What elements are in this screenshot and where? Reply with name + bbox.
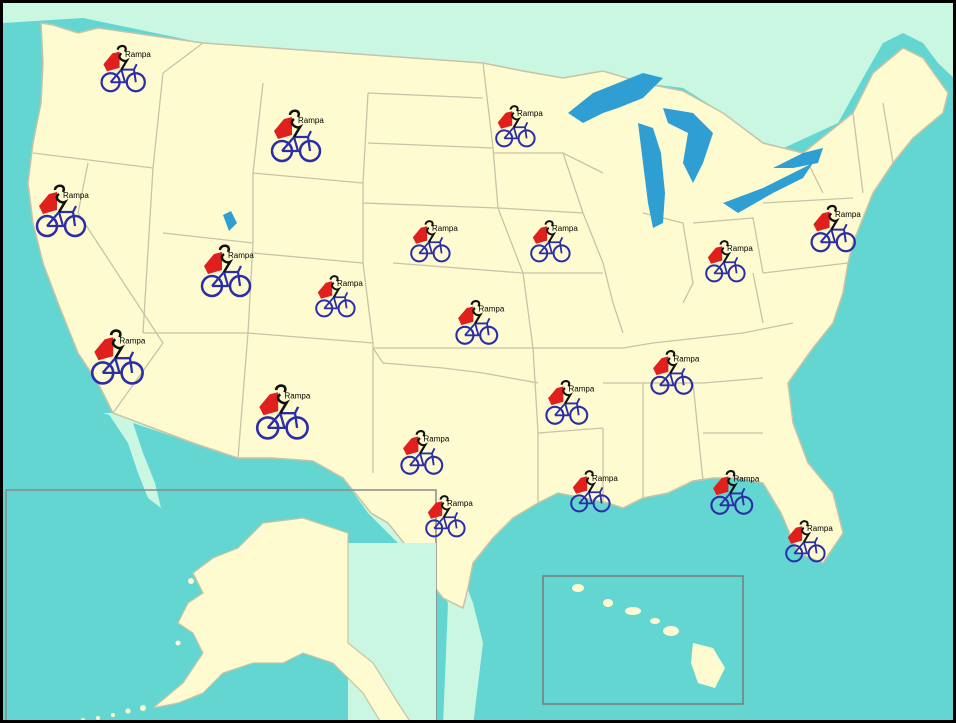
cyclist-marker-icon xyxy=(425,495,466,538)
cyclist-marker-icon xyxy=(530,220,571,263)
cyclist-marker-icon xyxy=(495,105,536,148)
marker-label: Rampa xyxy=(432,224,458,233)
cyclist-marker-icon xyxy=(270,109,322,163)
cyclist-marker-icon xyxy=(255,384,309,440)
cyclist-marker-icon xyxy=(35,184,87,238)
cyclist-marker-icon xyxy=(315,275,356,318)
marker-label: Rampa xyxy=(552,224,578,233)
marker-label: Rampa xyxy=(835,210,861,219)
cyclist-marker-icon xyxy=(810,204,856,253)
cyclist-marker-icon xyxy=(90,329,144,385)
marker-label: Rampa xyxy=(337,279,363,288)
marker-label: Rampa xyxy=(63,191,89,200)
marker-label: Rampa xyxy=(734,475,760,484)
marker-label: Rampa xyxy=(228,251,254,260)
alaska xyxy=(152,517,410,720)
marker-label: Rampa xyxy=(727,244,753,253)
hawaii-inset-frame xyxy=(542,575,744,705)
cyclist-marker-icon xyxy=(705,240,746,283)
cyclist-marker-icon xyxy=(100,44,146,93)
marker-label: Rampa xyxy=(424,435,450,444)
marker-label: Rampa xyxy=(298,116,324,125)
marker-label: Rampa xyxy=(517,109,543,118)
cyclist-marker-icon xyxy=(710,470,754,515)
marker-label: Rampa xyxy=(285,392,311,401)
cyclist-marker-icon xyxy=(455,300,499,345)
hawaiian-islands xyxy=(572,584,725,688)
marker-label: Rampa xyxy=(674,355,700,364)
marker-label: Rampa xyxy=(807,524,833,533)
great-lakes xyxy=(568,73,823,228)
cyclist-marker-icon xyxy=(410,220,451,263)
cyclist-marker-icon xyxy=(200,244,252,298)
cyclist-marker-icon xyxy=(785,520,826,563)
cyclist-marker-icon xyxy=(545,380,589,425)
baja-peninsula xyxy=(108,413,161,508)
marker-label: Rampa xyxy=(479,305,505,314)
marker-label: Rampa xyxy=(592,474,618,483)
cyclist-marker-icon xyxy=(650,350,694,395)
cyclist-marker-icon xyxy=(400,430,444,475)
state-borders xyxy=(32,42,894,503)
marker-label: Rampa xyxy=(569,385,595,394)
contiguous-us xyxy=(27,22,949,610)
marker-label: Rampa xyxy=(120,337,146,346)
marker-label: Rampa xyxy=(125,50,151,59)
mexico-region xyxy=(103,413,483,720)
aleutian-islands xyxy=(81,578,194,720)
cyclist-marker-icon xyxy=(570,470,611,513)
great-salt-lake xyxy=(223,211,237,231)
canada-region xyxy=(3,3,953,153)
marker-label: Rampa xyxy=(447,499,473,508)
